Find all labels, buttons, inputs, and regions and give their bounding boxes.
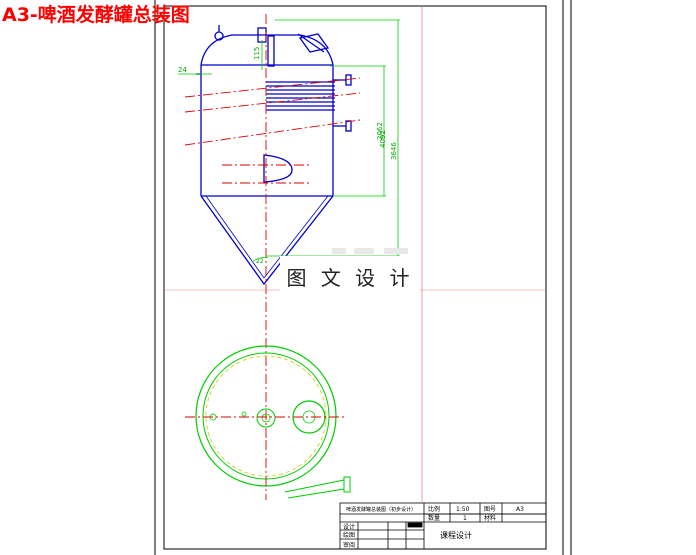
dim-text-24: 24 <box>178 66 187 74</box>
tb-draw-label: 绘图 <box>343 531 355 539</box>
watermark-bar <box>332 248 346 254</box>
title-block <box>339 502 547 550</box>
tb-material-label: 材料 <box>484 514 496 522</box>
side-flange <box>345 120 352 132</box>
plan-center-nozzle <box>256 408 276 428</box>
dim-text-2062: 2062 <box>376 122 384 140</box>
top-nozzle <box>267 35 275 67</box>
tb-project-text: 课程设计 <box>440 530 472 540</box>
tank-plan <box>195 345 351 499</box>
tank-elevation <box>196 25 352 286</box>
dimension-lines <box>178 19 400 263</box>
tb-scale-label: 比例 <box>428 505 440 513</box>
tb-review-label: 审阅 <box>343 541 355 549</box>
plan-small-nozzle <box>241 411 247 417</box>
watermark-bar <box>384 248 408 254</box>
centerline <box>184 77 361 98</box>
sight-glass <box>298 33 330 53</box>
manhole <box>263 154 293 183</box>
centerline <box>184 92 361 113</box>
side-flange <box>345 74 352 86</box>
tb-qty-value: 1 <box>463 515 467 522</box>
dim-text-4092: 4092 <box>379 130 387 148</box>
tb-design-label: 设计 <box>343 523 355 531</box>
watermark-text: 图 文 设 计 <box>286 265 414 290</box>
tb-sheet-label: 图号 <box>484 506 496 513</box>
tb-qty-label: 数量 <box>428 514 440 522</box>
dim-text-115: 115 <box>253 47 261 60</box>
tb-filled-cell <box>407 522 423 528</box>
dim-text-22: 22 <box>256 258 264 265</box>
tb-scale-value: 1:50 <box>456 506 470 513</box>
tank-cone-inner <box>205 195 329 279</box>
plan-centerlines <box>185 416 345 500</box>
centerline <box>184 119 361 146</box>
title-block-frame <box>339 502 547 550</box>
tank-cone <box>200 195 334 286</box>
watermark-bar <box>354 248 374 254</box>
tb-drawing-name: 啤酒发酵罐总装图（初步设计） <box>346 506 416 513</box>
watermark: 图 文 设 计 <box>280 248 420 296</box>
plan-center-nozzle-inner <box>261 413 271 423</box>
sight-glass-arm <box>297 33 325 53</box>
centerlines <box>184 14 361 440</box>
tb-sheet-value: A3 <box>516 506 524 513</box>
plan-outlet-flange <box>343 476 351 493</box>
page-title: A3-啤酒发酵罐总装图 <box>2 4 190 26</box>
dim-text-3646: 3646 <box>390 142 398 160</box>
dim-arc-22 <box>251 257 269 263</box>
plan-outlet-pipe <box>284 479 345 499</box>
